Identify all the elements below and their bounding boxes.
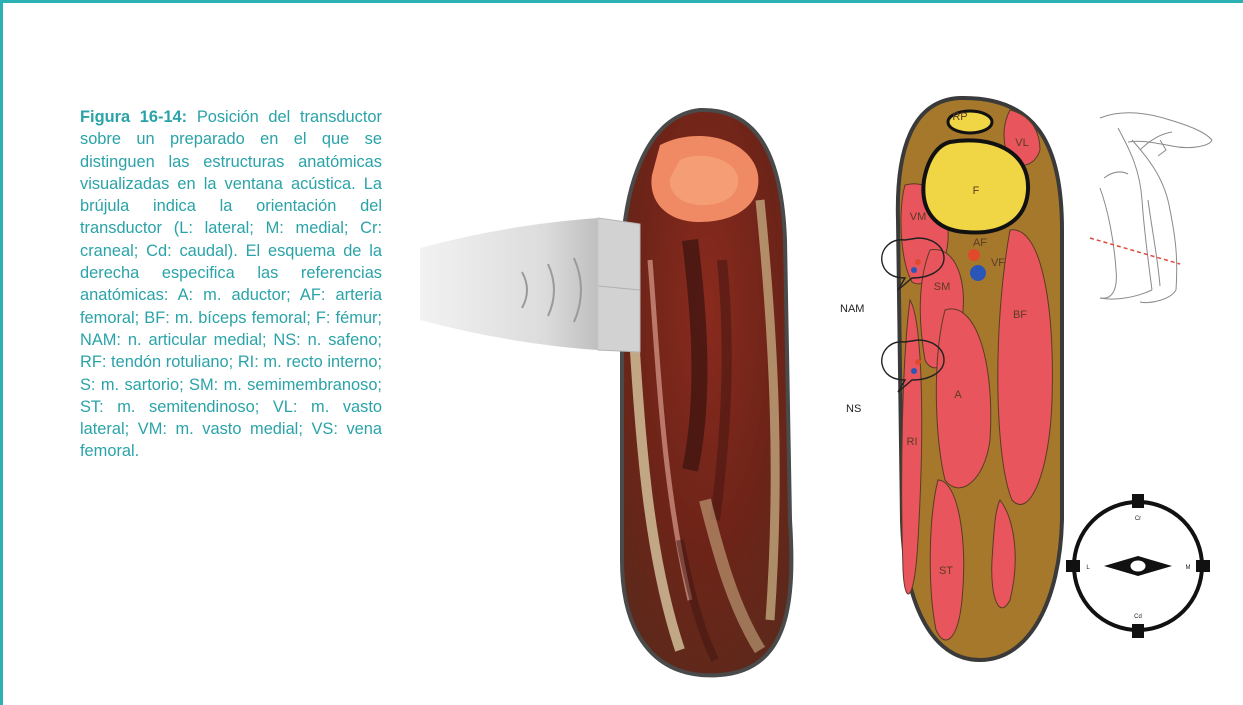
- label-af: AF: [973, 237, 987, 249]
- orientation-compass: Cr Cd L M: [1066, 494, 1210, 638]
- label-rp: RP: [952, 111, 967, 123]
- label-st: ST: [939, 565, 953, 577]
- compass-west-tick: [1066, 560, 1080, 572]
- specimen-photo: [622, 110, 791, 675]
- transducer-probe: [420, 218, 640, 352]
- compass-north-tick: [1132, 494, 1144, 508]
- label-bf: BF: [1013, 309, 1027, 321]
- label-ns: NS: [846, 403, 861, 415]
- label-nam: NAM: [840, 303, 864, 315]
- label-vm: VM: [910, 211, 927, 223]
- label-f: F: [973, 185, 980, 197]
- anatomy-schematic: RP VL F VM AF VF SM BF A RI ST NAM NS: [840, 98, 1062, 660]
- compass-south-tick: [1132, 624, 1144, 638]
- compass-east-tick: [1196, 560, 1210, 572]
- label-vl: VL: [1015, 137, 1028, 149]
- label-ri: RI: [907, 436, 918, 448]
- label-vf: VF: [991, 257, 1005, 269]
- compass-label-m: M: [1186, 565, 1191, 571]
- limb-sketch: [1090, 113, 1212, 303]
- label-sm: SM: [934, 281, 951, 293]
- label-a: A: [954, 389, 962, 401]
- compass-label-cr: Cr: [1135, 516, 1141, 522]
- compass-label-cd: Cd: [1134, 614, 1142, 620]
